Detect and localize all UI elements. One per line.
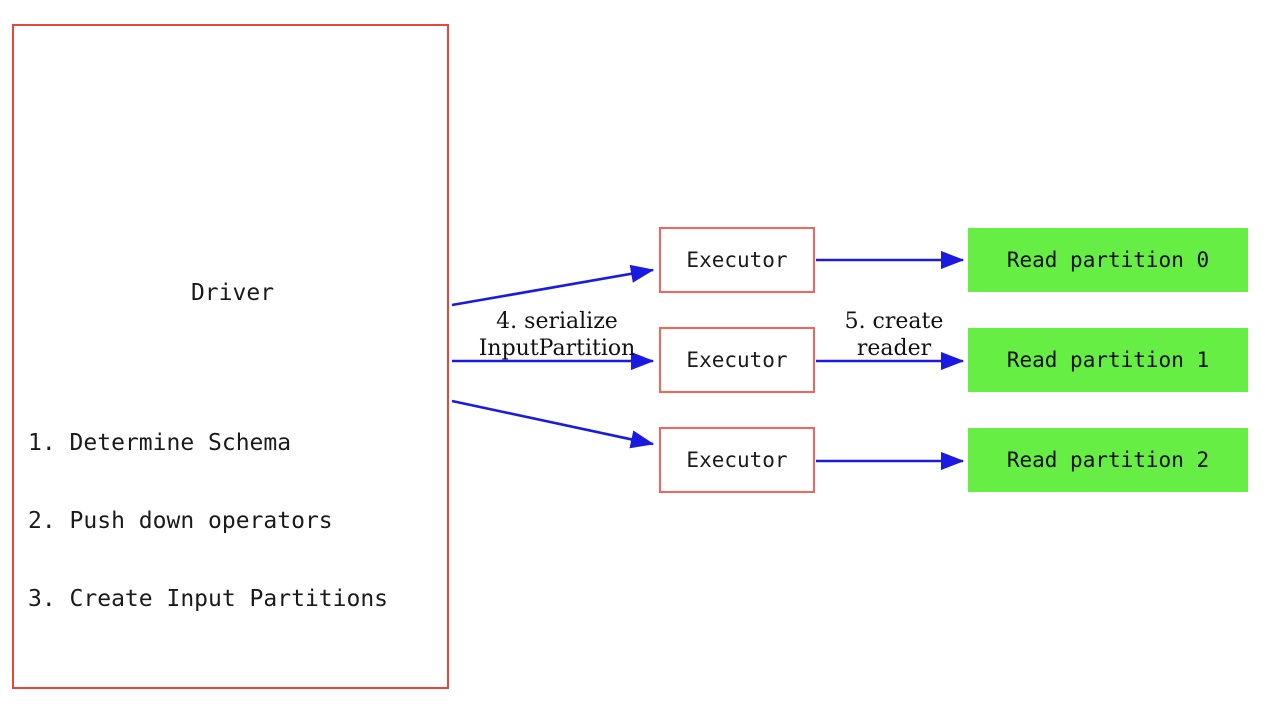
- edge-label-serialize-line-1: 4. serialize: [496, 309, 618, 334]
- edge-label-serialize-line-2: InputPartition: [478, 336, 636, 361]
- partition-box-0: Read partition 0: [968, 228, 1248, 292]
- driver-box: Driver 1. Determine Schema 2. Push down …: [12, 24, 449, 689]
- driver-title: Driver: [190, 280, 275, 306]
- edge-label-create-reader-line-1: 5. create: [844, 309, 944, 334]
- partition-box-1: Read partition 1: [968, 328, 1248, 392]
- executor-label-1: Executor: [686, 348, 788, 372]
- executor-label-0: Executor: [686, 248, 788, 272]
- driver-steps-list: 1. Determine Schema 2. Push down operato…: [28, 378, 388, 664]
- partition-label-2: Read partition 2: [1006, 448, 1210, 472]
- driver-step-1: 1. Determine Schema: [28, 430, 292, 456]
- arrow-driver-to-executor-2: [451, 399, 655, 449]
- driver-step-2: 2. Push down operators: [28, 508, 333, 534]
- arrow-driver-to-executor-0: [451, 264, 655, 307]
- partition-label-1: Read partition 1: [1006, 348, 1210, 372]
- executor-label-2: Executor: [686, 448, 788, 472]
- partition-box-2: Read partition 2: [968, 428, 1248, 492]
- executor-box-0: Executor: [659, 227, 815, 293]
- executor-box-2: Executor: [659, 427, 815, 493]
- driver-step-3: 3. Create Input Partitions: [28, 586, 389, 612]
- edge-label-serialize: 4. serialize InputPartition: [456, 308, 658, 362]
- edge-label-create-reader-line-2: reader: [856, 336, 932, 361]
- executor-box-1: Executor: [659, 327, 815, 393]
- edge-label-create-reader: 5. create reader: [824, 308, 964, 362]
- partition-label-0: Read partition 0: [1006, 248, 1210, 272]
